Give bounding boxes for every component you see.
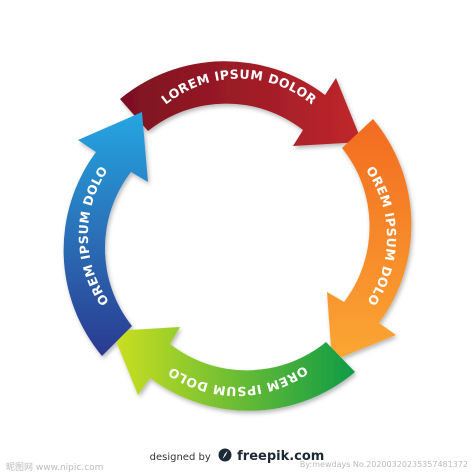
credit-line: designed by freepik.com <box>0 448 474 464</box>
segment-label-right: LOREM IPSUM DOLOR <box>0 0 399 309</box>
cycle-segment-blue <box>63 112 148 356</box>
cycle-segment-red <box>120 61 362 146</box>
designed-by-text: designed by <box>149 452 211 463</box>
freepik-icon <box>218 448 232 462</box>
segment-label-orange-text: LOREM IPSUM DOLOR <box>0 0 399 309</box>
brand-name[interactable]: freepik.com <box>237 449 325 464</box>
watermark-left: 昵图网 www.nipic.com <box>6 463 104 473</box>
watermark-right: By:mewdays No.20200320235357481372 <box>299 460 468 469</box>
cycle-segment-green <box>112 327 355 411</box>
cycle-segment-orange <box>327 119 412 361</box>
